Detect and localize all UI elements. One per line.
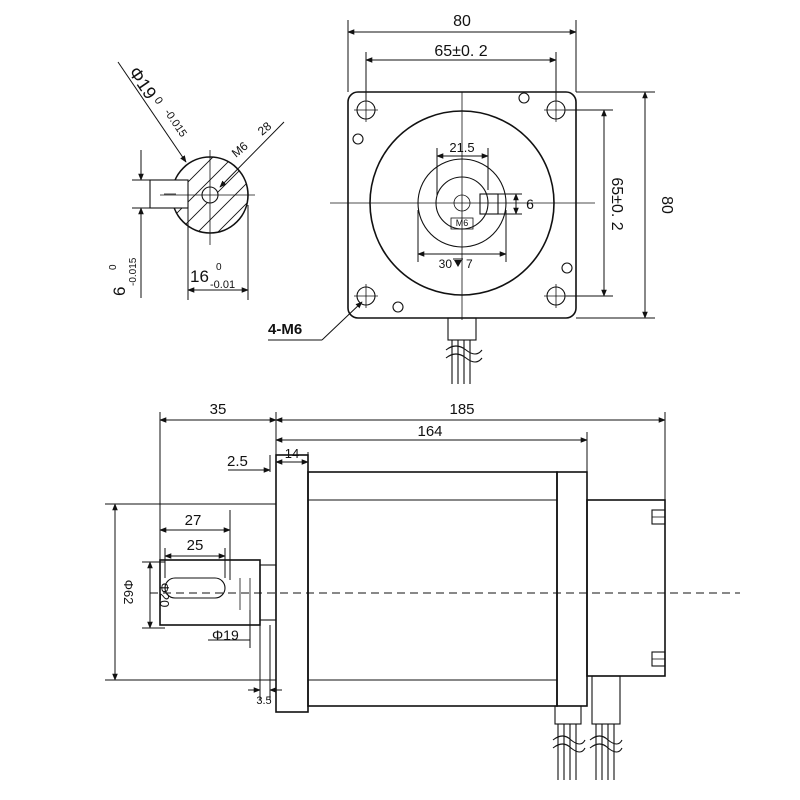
dim-pilot-dia: Φ62 — [121, 580, 136, 605]
dim-spigot: 2.5 — [227, 453, 248, 470]
front-view: 80 65±0. 2 80 65±0. 2 21.5 6 M6 30 — [268, 13, 675, 384]
key-height-label: 16 — [190, 267, 209, 286]
dim-pilot-depth: 7 — [466, 257, 473, 271]
front-cable — [445, 317, 483, 384]
dim-boss: 21.5 — [449, 140, 474, 155]
key-height-tol-lower: -0.01 — [210, 279, 235, 291]
dim-total-length: 185 — [449, 401, 474, 418]
motor-body — [307, 471, 558, 707]
mount-hole-tl — [354, 98, 378, 122]
shaft-dia-tol-upper: 0 — [152, 95, 165, 107]
encoder-box — [586, 499, 666, 677]
dim-shaft-dia: Φ19 — [212, 627, 239, 643]
shaft-section: Φ19 0 -0.015 M6 28 6 0 -0.015 16 0 -0.01 — [108, 61, 285, 300]
key-width-label: 6 — [110, 287, 129, 296]
side-view: 35 185 164 14 2.5 27 25 Φ62 — [105, 401, 740, 780]
mount-hole-tr — [544, 98, 568, 122]
key-flat — [479, 193, 499, 215]
dim-key-slot: 25 — [187, 537, 204, 554]
flange-plate — [275, 454, 309, 713]
dim-height: 80 — [658, 196, 675, 214]
key-height-tol-upper: 0 — [216, 262, 222, 273]
dim-shoulder: 3.5 — [256, 695, 271, 707]
side-cables — [552, 675, 623, 780]
dim-pilot: 30 — [439, 257, 453, 271]
dim-hole-pitch-h: 65±0. 2 — [434, 43, 487, 60]
shaft-dia-tol-lower: -0.015 — [162, 107, 189, 140]
dim-hole-pitch-v: 65±0. 2 — [608, 177, 625, 230]
key — [164, 577, 226, 599]
shaft-thread-label: M6 — [229, 139, 251, 161]
mount-hole-br — [544, 284, 568, 308]
dim-body-length: 164 — [417, 423, 442, 440]
mount-hole-bl — [354, 284, 378, 308]
dim-shaft-length: 35 — [210, 401, 227, 418]
center-thread-label: M6 — [456, 218, 469, 228]
mount-holes-label: 4-M6 — [268, 321, 302, 338]
dim-width: 80 — [453, 13, 471, 30]
key-tol-upper: 0 — [108, 264, 119, 270]
dim-key-span: Φ20 — [157, 583, 172, 608]
dim-key-length: 27 — [185, 512, 202, 529]
shaft-dia-label: Φ19 — [125, 63, 161, 103]
dim-flat: 6 — [526, 196, 534, 212]
key-tol-lower: -0.015 — [128, 257, 139, 286]
dim-flange-thickness: 14 — [285, 446, 299, 461]
rear-cap — [556, 471, 588, 707]
